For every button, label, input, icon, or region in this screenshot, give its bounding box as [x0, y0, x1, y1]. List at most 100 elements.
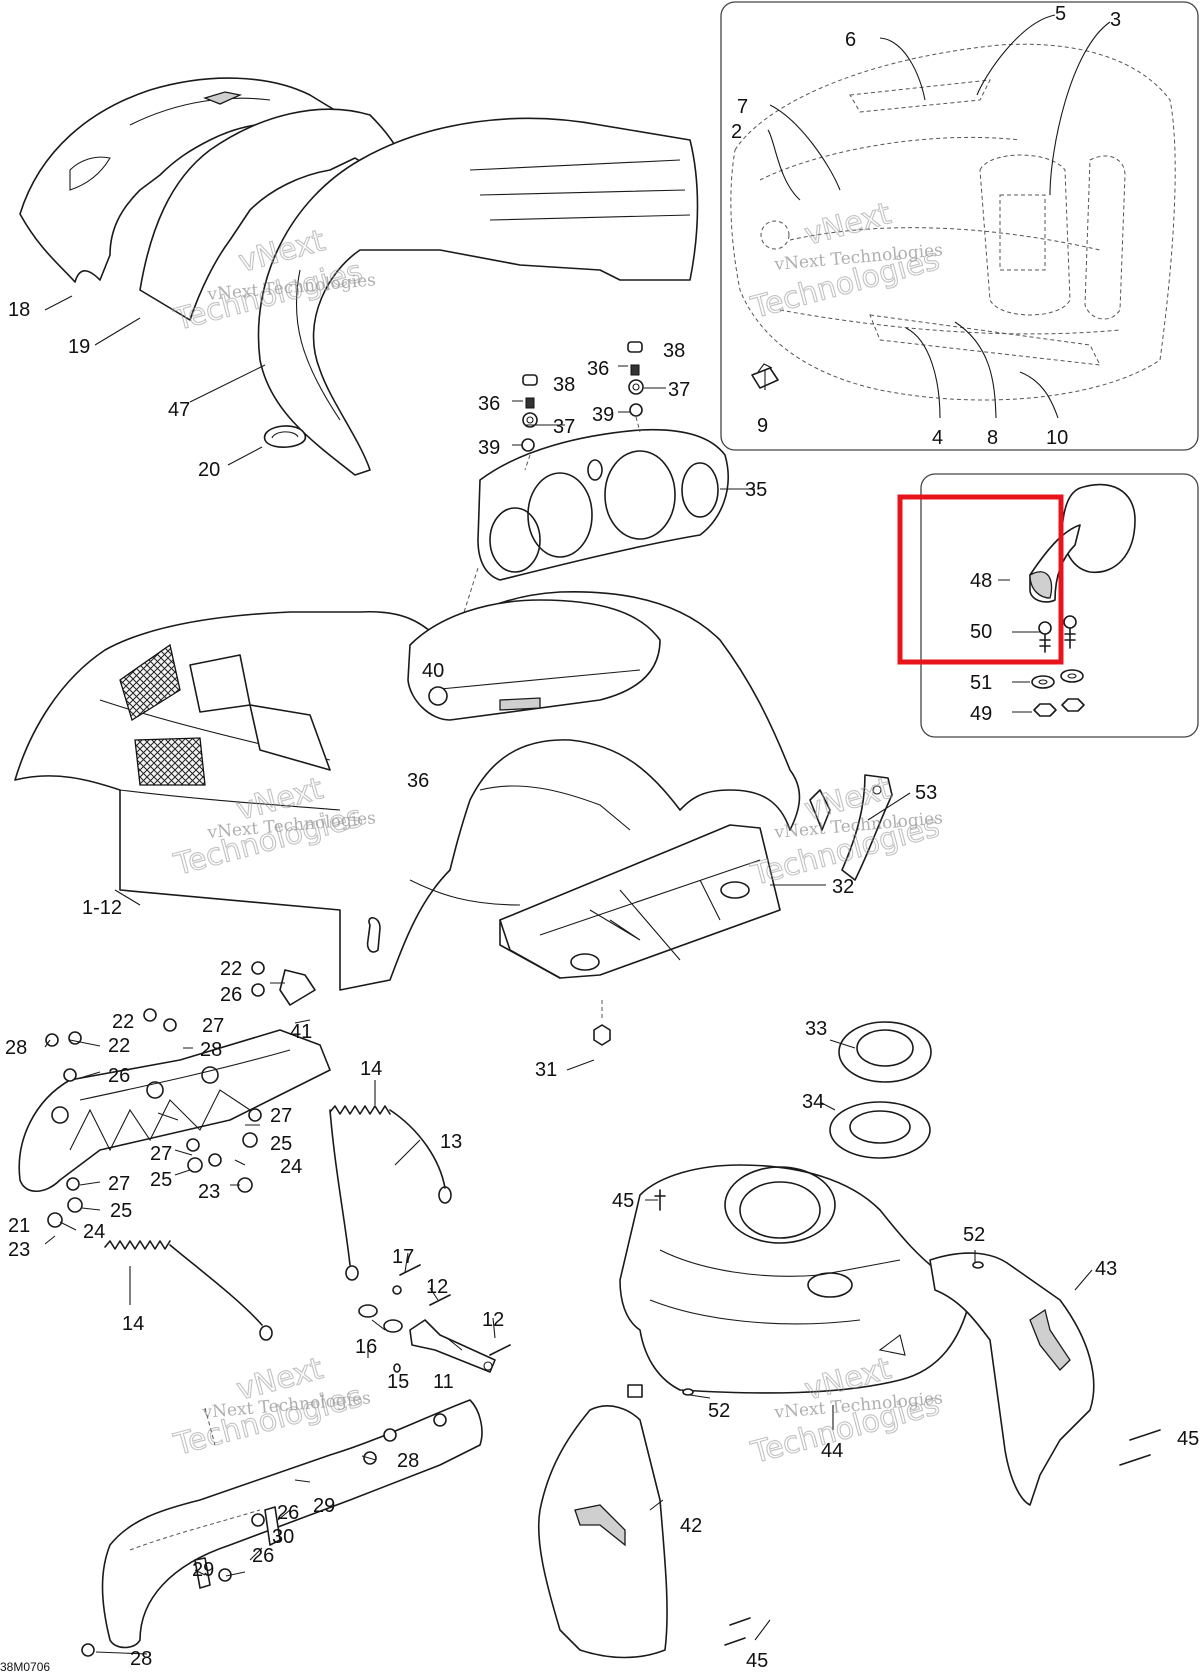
callout-23a: 23: [198, 1181, 220, 1203]
callout-21: 21: [8, 1215, 30, 1237]
callout-35: 35: [745, 479, 767, 501]
callout-50: 50: [970, 621, 992, 643]
callout-45a: 45: [612, 1190, 634, 1212]
callout-24a: 24: [280, 1156, 302, 1178]
callout-25b: 25: [150, 1169, 172, 1191]
part-47-windshield-trim: [257, 117, 699, 476]
callout-2: 2: [731, 121, 742, 143]
callout-39b: 39: [592, 404, 614, 426]
callout-22c: 22: [108, 1035, 130, 1057]
callout-32: 32: [832, 876, 854, 898]
callout-53: 53: [915, 782, 937, 804]
callout-26d: 26: [252, 1545, 274, 1567]
callout-31: 31: [535, 1059, 557, 1081]
callout-36b: 36: [587, 358, 609, 380]
part-14-spring-lower: [104, 1240, 273, 1341]
drawing-code: 38M0706: [0, 1660, 50, 1674]
part-13-cable: [329, 1109, 452, 1281]
part-53-bracket: [841, 774, 893, 881]
callout-4: 4: [932, 427, 943, 449]
part-31-bolt: [593, 1000, 611, 1046]
callout-17: 17: [392, 1246, 414, 1268]
callout-20: 20: [198, 459, 220, 481]
callout-39a: 39: [478, 437, 500, 459]
part-50-screws: [1038, 615, 1077, 653]
callout-38a: 38: [553, 374, 575, 396]
part-32-floor-tray: [499, 824, 781, 979]
callout-19: 19: [68, 336, 90, 358]
callout-37a: 37: [553, 416, 575, 438]
callout-27d: 27: [108, 1173, 130, 1195]
callout-52b: 52: [708, 1400, 730, 1422]
watermark-5: vNext vNext Technologies Technologies: [169, 1351, 371, 1464]
callout-29b: 29: [192, 1559, 214, 1581]
callout-37b: 37: [668, 379, 690, 401]
callout-45b: 45: [1177, 1428, 1199, 1450]
callout-29a: 29: [313, 1495, 335, 1517]
callout-5: 5: [1055, 3, 1066, 25]
callout-3: 3: [1110, 9, 1121, 31]
callout-36a: 36: [478, 393, 500, 415]
callout-26b: 26: [108, 1065, 130, 1087]
callout-27c: 27: [150, 1143, 172, 1165]
callout-14a: 14: [360, 1058, 382, 1080]
callout-28a: 28: [5, 1037, 27, 1059]
callout-6: 6: [845, 29, 856, 51]
callout-27b: 27: [270, 1105, 292, 1127]
detail-body-dashed: [730, 43, 1176, 401]
detail-box-upper: [720, 1, 1199, 451]
callout-15: 15: [387, 1371, 409, 1393]
callout-22b: 22: [112, 1011, 134, 1033]
watermark-4: vNext vNext Technologies Technologies: [746, 771, 943, 894]
callout-30: 30: [272, 1526, 294, 1548]
callout-24b: 24: [83, 1221, 105, 1243]
part-14-spring-upper: [329, 1105, 391, 1115]
callout-25c: 25: [110, 1200, 132, 1222]
callout-28d: 28: [130, 1648, 152, 1670]
part-42-side-panel: [537, 1405, 751, 1659]
callout-28b: 28: [200, 1039, 222, 1061]
bracket-fasteners: [45, 961, 265, 1228]
callout-9: 9: [757, 415, 768, 437]
callout-26a: 26: [220, 984, 242, 1006]
part-48-mirror: [1029, 483, 1136, 603]
callout-33: 33: [805, 1018, 827, 1040]
part-45-52-rivets: [654, 1189, 984, 1396]
callout-34: 34: [802, 1091, 824, 1113]
part-33-34-rings: [829, 1021, 932, 1159]
bumper-assembly: [81, 1399, 483, 1657]
svg-text:vNext: vNext: [801, 196, 895, 253]
callout-12a: 12: [426, 1276, 448, 1298]
callout-44: 44: [821, 1440, 843, 1462]
callout-52a: 52: [963, 1224, 985, 1246]
callout-23b: 23: [8, 1239, 30, 1261]
callout-1-12: 1-12: [82, 897, 122, 919]
part-35-gauge-bezel: [477, 428, 729, 581]
callout-28c: 28: [397, 1450, 419, 1472]
part-21-41-bracket: [18, 969, 331, 1193]
callout-47: 47: [168, 399, 190, 421]
callout-8: 8: [987, 427, 998, 449]
callout-38b: 38: [663, 340, 685, 362]
callout-labels: 18 19 47 20 6 5 3 7 2 9 4 8 10 36 38 37 …: [5, 3, 1199, 1672]
callout-14b: 14: [122, 1313, 144, 1335]
callout-27a: 27: [202, 1015, 224, 1037]
callout-18: 18: [8, 299, 30, 321]
part-51-washers: [1031, 669, 1084, 689]
callout-10: 10: [1046, 427, 1068, 449]
leader-lines: [44, 14, 1111, 1655]
callout-25a: 25: [270, 1133, 292, 1155]
callout-36c: 36: [407, 770, 429, 792]
callout-40: 40: [422, 660, 444, 682]
callout-49: 49: [970, 703, 992, 725]
parts-12-15-16-17: [358, 1264, 511, 1373]
callout-26c: 26: [277, 1502, 299, 1524]
callout-43: 43: [1095, 1258, 1117, 1280]
callout-42: 42: [680, 1515, 702, 1537]
part-49-nuts: [1033, 698, 1085, 717]
watermark-2: vNext vNext Technologies Technologies: [746, 196, 943, 327]
callout-22a: 22: [220, 958, 242, 980]
fasteners-36-38-37-39: [429, 341, 644, 721]
part-1-12-upper-body: [14, 590, 831, 991]
